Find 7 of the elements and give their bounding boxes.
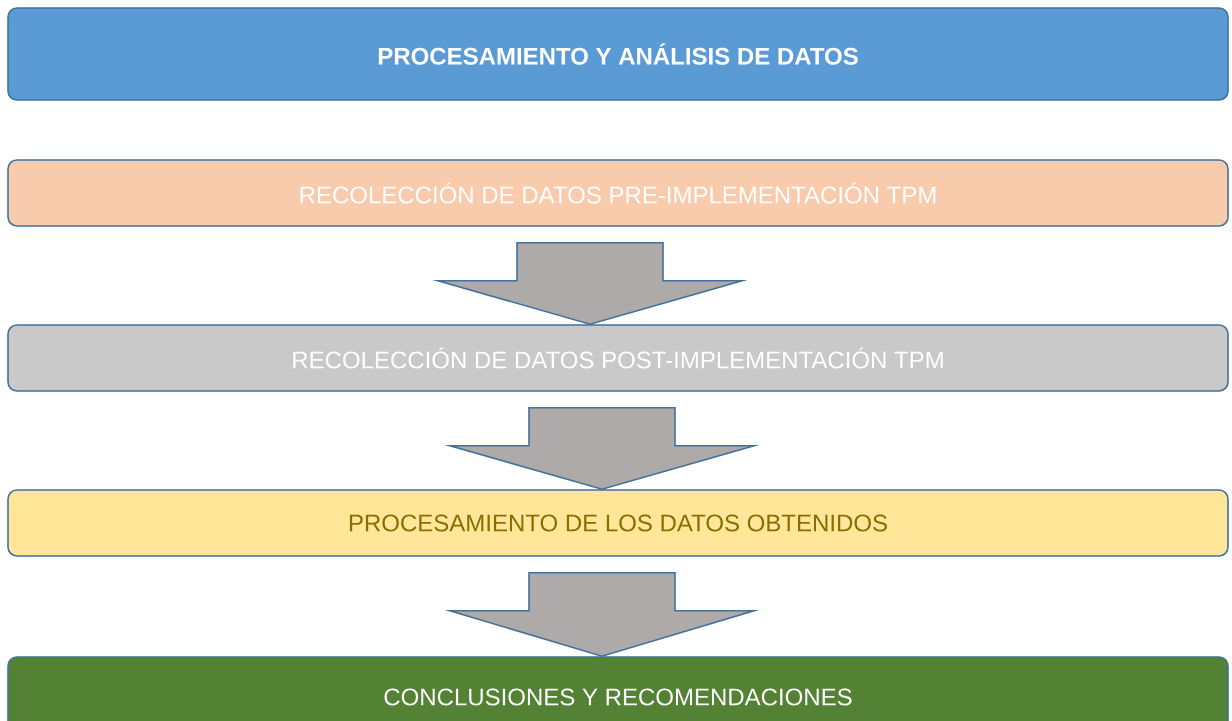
block-arrow [444, 572, 760, 658]
process-box: RECOLECCIÓN DE DATOS PRE-IMPLEMENTACIÓN TPM [7, 159, 1229, 227]
process-box: CONCLUSIONES Y RECOMENDACIONES [7, 656, 1229, 721]
title-box: PROCESAMIENTO Y ANÁLISIS DE DATOS [7, 7, 1229, 101]
block-arrow [432, 242, 748, 326]
process-box: PROCESAMIENTO DE LOS DATOS OBTENIDOS [7, 489, 1229, 557]
block-arrow [444, 407, 760, 491]
